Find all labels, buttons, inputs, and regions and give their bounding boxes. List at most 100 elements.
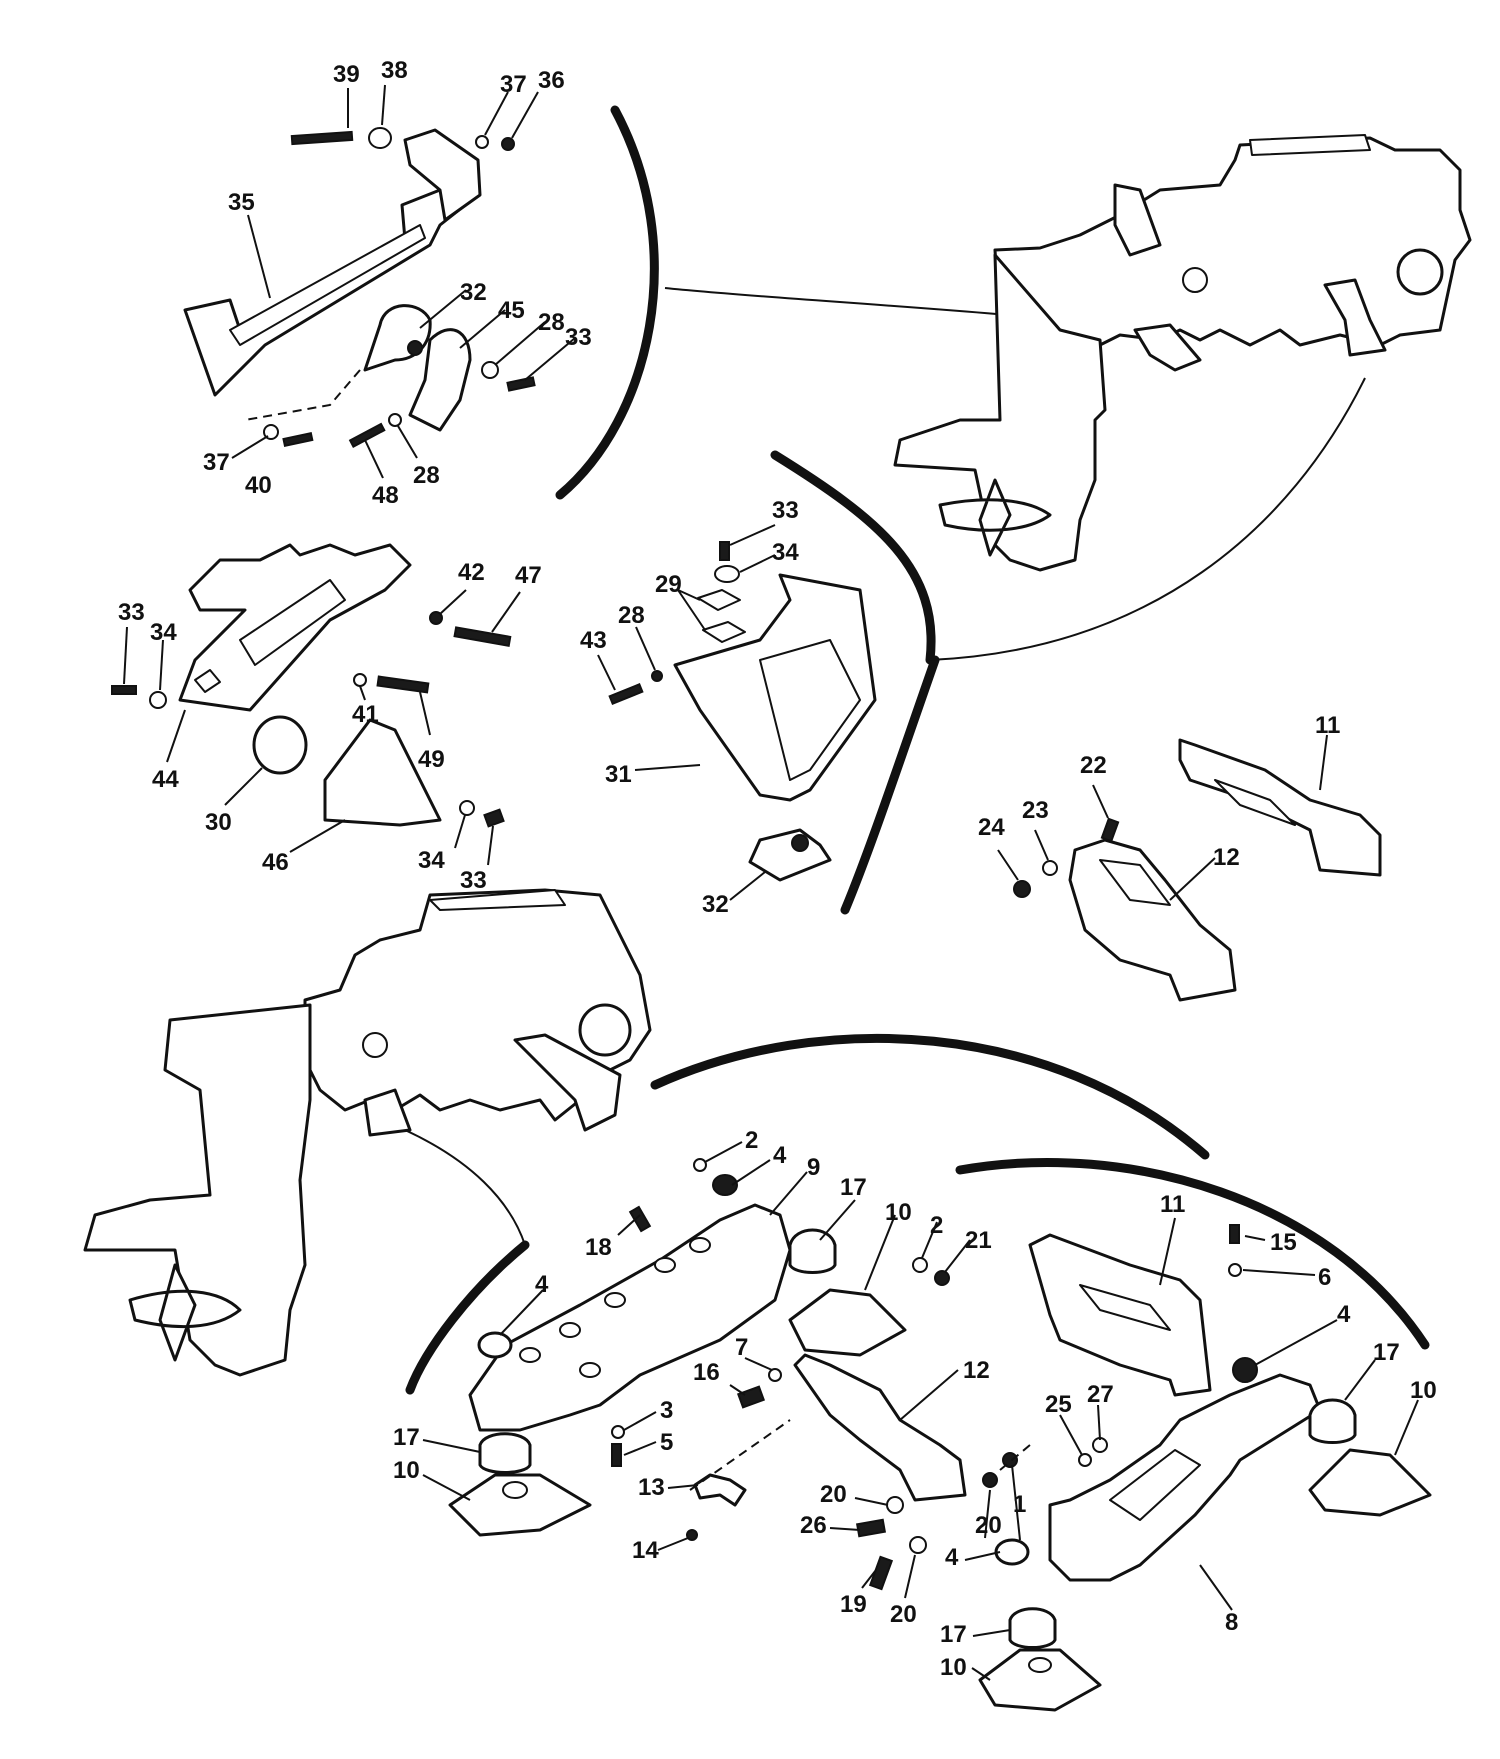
lower-engine-sterndrive — [83, 888, 652, 1377]
callout-28-top: 28 — [538, 309, 565, 336]
leader-10-left — [422, 1474, 471, 1501]
leader-33-lower — [487, 825, 494, 866]
bolt-18 — [628, 1205, 652, 1233]
hole — [519, 1347, 541, 1363]
connector-top-engine-rear — [929, 377, 1366, 661]
leader-14 — [657, 1537, 689, 1551]
callout-4-right: 4 — [1337, 1301, 1351, 1328]
leader-47 — [491, 591, 521, 633]
arc-bottom-inner — [955, 1157, 1430, 1350]
leader-9 — [769, 1171, 808, 1216]
leader-13 — [667, 1484, 699, 1489]
leader-3 — [623, 1411, 657, 1431]
callout-47: 47 — [515, 562, 542, 589]
leader-36 — [511, 91, 539, 139]
lower-engine-rear-bracket — [363, 1088, 412, 1137]
bolt-33-lower — [483, 808, 505, 828]
washer-34-center — [714, 565, 740, 583]
callout-4-top: 4 — [773, 1142, 787, 1169]
callout-45: 45 — [498, 297, 525, 324]
callout-36: 36 — [538, 67, 565, 94]
bolt-15 — [1229, 1224, 1240, 1244]
callout-34-center: 34 — [772, 539, 799, 566]
callout-16: 16 — [693, 1359, 720, 1386]
callout-9: 9 — [807, 1154, 820, 1181]
callout-3: 3 — [660, 1397, 673, 1424]
leader-48 — [364, 439, 384, 479]
leader-33-mid-left — [123, 626, 128, 685]
leader-25 — [1059, 1414, 1083, 1456]
callout-48: 48 — [372, 482, 399, 509]
bolt-48 — [348, 422, 386, 448]
callout-33-top: 33 — [565, 324, 592, 351]
leader-49 — [419, 691, 431, 736]
leader-17-left — [422, 1439, 481, 1453]
hole — [689, 1237, 711, 1253]
cushion-4-right — [1232, 1357, 1258, 1383]
leader-32-top — [419, 289, 467, 329]
leader-44 — [166, 709, 186, 763]
hole — [579, 1362, 601, 1378]
callout-10-right: 10 — [1410, 1377, 1437, 1404]
washer-23 — [1042, 860, 1058, 876]
washer-38 — [368, 127, 392, 149]
washer-20-a — [886, 1496, 904, 1514]
leader-45 — [459, 309, 506, 349]
leader-34-center — [739, 554, 776, 573]
screw-14 — [686, 1529, 698, 1541]
mount-plate-9 — [468, 1203, 792, 1432]
callout-31: 31 — [605, 761, 632, 788]
callout-5: 5 — [660, 1429, 673, 1456]
center-bracket-group — [608, 541, 877, 882]
leader-42 — [439, 589, 467, 615]
leader-10-top — [864, 1214, 896, 1291]
shim-29-lower — [702, 621, 746, 643]
leader-28-top — [494, 321, 546, 366]
leader-4-right — [1254, 1319, 1338, 1366]
callout-10-top: 10 — [885, 1199, 912, 1226]
leader-37-lower — [231, 435, 269, 459]
callout-2-top: 2 — [745, 1127, 758, 1154]
callout-10-lower: 10 — [940, 1654, 967, 1681]
nut-37-upper — [475, 135, 489, 149]
leader-16 — [729, 1384, 746, 1396]
leader-27 — [1097, 1404, 1101, 1441]
upper-sterndrive-housing — [893, 253, 1107, 572]
leader-19 — [861, 1569, 877, 1589]
leader-22 — [1092, 784, 1109, 819]
callout-8: 8 — [1225, 1609, 1238, 1636]
leader-31 — [634, 764, 701, 771]
hole — [604, 1292, 626, 1308]
callout-19: 19 — [840, 1591, 867, 1618]
callout-6: 6 — [1318, 1264, 1331, 1291]
leader-37-top — [484, 91, 509, 136]
leader-lines — [123, 84, 1419, 1681]
leader-7 — [744, 1357, 773, 1371]
callout-42: 42 — [458, 559, 485, 586]
mount-cushion-32-upper — [363, 304, 432, 372]
arc-bottom-outer — [650, 1033, 1210, 1160]
leader-12-lower — [899, 1369, 959, 1421]
leader-2-top — [704, 1141, 743, 1163]
callout-38: 38 — [381, 57, 408, 84]
callout-22: 22 — [1080, 752, 1107, 779]
washer-7 — [768, 1368, 782, 1382]
front-mount-top-group — [183, 127, 536, 448]
nut-27 — [1092, 1437, 1108, 1453]
washer-2-top — [693, 1158, 707, 1172]
washer-41 — [353, 673, 367, 687]
mount-cushion-32-upper-stud — [407, 340, 423, 356]
lower-sterndrive-propeller — [128, 1263, 242, 1362]
mount-base-10-lower — [978, 1648, 1102, 1712]
rear-bracket-11-upper — [1178, 738, 1382, 877]
bolt-39 — [290, 130, 354, 146]
leader-33-center — [729, 524, 776, 546]
cushion-4-lower — [994, 1538, 1030, 1566]
leader-35 — [247, 214, 271, 299]
connector-lower-engine — [404, 1129, 526, 1246]
callout-21: 21 — [965, 1227, 992, 1254]
callout-2-mid: 2 — [930, 1212, 943, 1239]
callout-33-lower: 33 — [460, 867, 487, 894]
callout-11-lower: 11 — [1160, 1191, 1185, 1218]
rear-bracket-44-grille — [239, 579, 346, 666]
